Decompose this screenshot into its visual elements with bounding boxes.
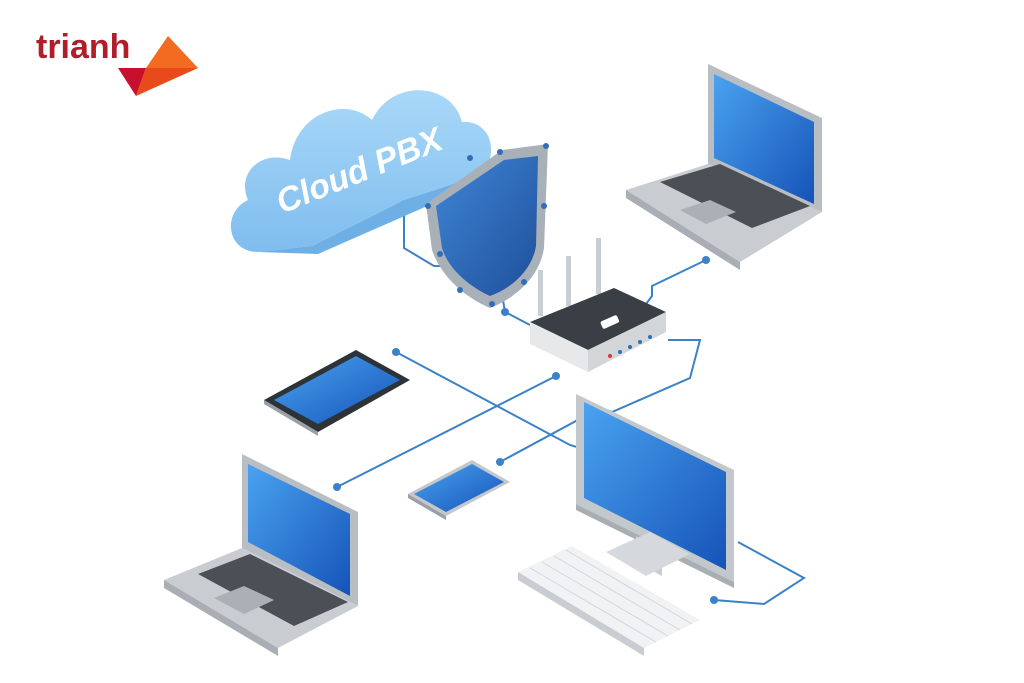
desktop-monitor-icon bbox=[576, 394, 734, 588]
link-router-laptop-top bbox=[639, 259, 707, 313]
keyboard-icon bbox=[518, 546, 700, 656]
brand-logo: trianh bbox=[36, 28, 198, 96]
tablet-icon bbox=[264, 350, 410, 436]
link-laptop-bottom bbox=[336, 375, 557, 488]
shield-icon bbox=[425, 143, 549, 308]
laptop-icon-bottom bbox=[164, 454, 358, 656]
smartphone-icon bbox=[408, 460, 510, 520]
cloud-icon: Cloud PBX bbox=[230, 90, 492, 254]
router-icon bbox=[530, 238, 666, 372]
laptop-icon-top bbox=[626, 64, 822, 270]
link-endpoints bbox=[333, 182, 718, 604]
brand-mark bbox=[146, 36, 198, 68]
brand-name: trianh bbox=[36, 28, 130, 66]
link-desktop bbox=[713, 541, 806, 606]
